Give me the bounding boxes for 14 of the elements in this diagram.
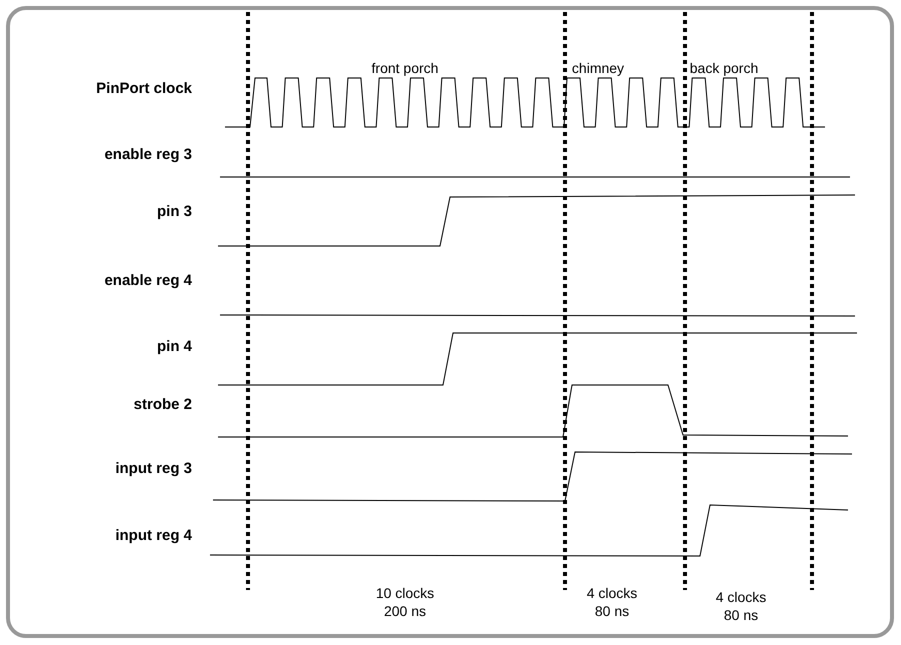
section-label: front porch — [370, 60, 440, 76]
duration-label: 4 clocks 80 ns — [714, 588, 768, 624]
signal-name: input reg 4 — [114, 527, 192, 544]
section-label: back porch — [688, 60, 760, 76]
signal-name: input reg 3 — [114, 460, 192, 477]
signal-name: pin 3 — [156, 203, 192, 220]
signal-name: enable reg 3 — [103, 146, 192, 163]
duration-label: 10 clocks 200 ns — [374, 584, 436, 620]
signal-name: strobe 2 — [132, 396, 192, 413]
duration-label: 4 clocks 80 ns — [586, 584, 638, 620]
section-label: chimney — [570, 60, 626, 76]
signal-name: enable reg 4 — [103, 272, 192, 289]
signal-name: pin 4 — [156, 338, 192, 355]
signal-name: PinPort clock — [95, 80, 192, 97]
